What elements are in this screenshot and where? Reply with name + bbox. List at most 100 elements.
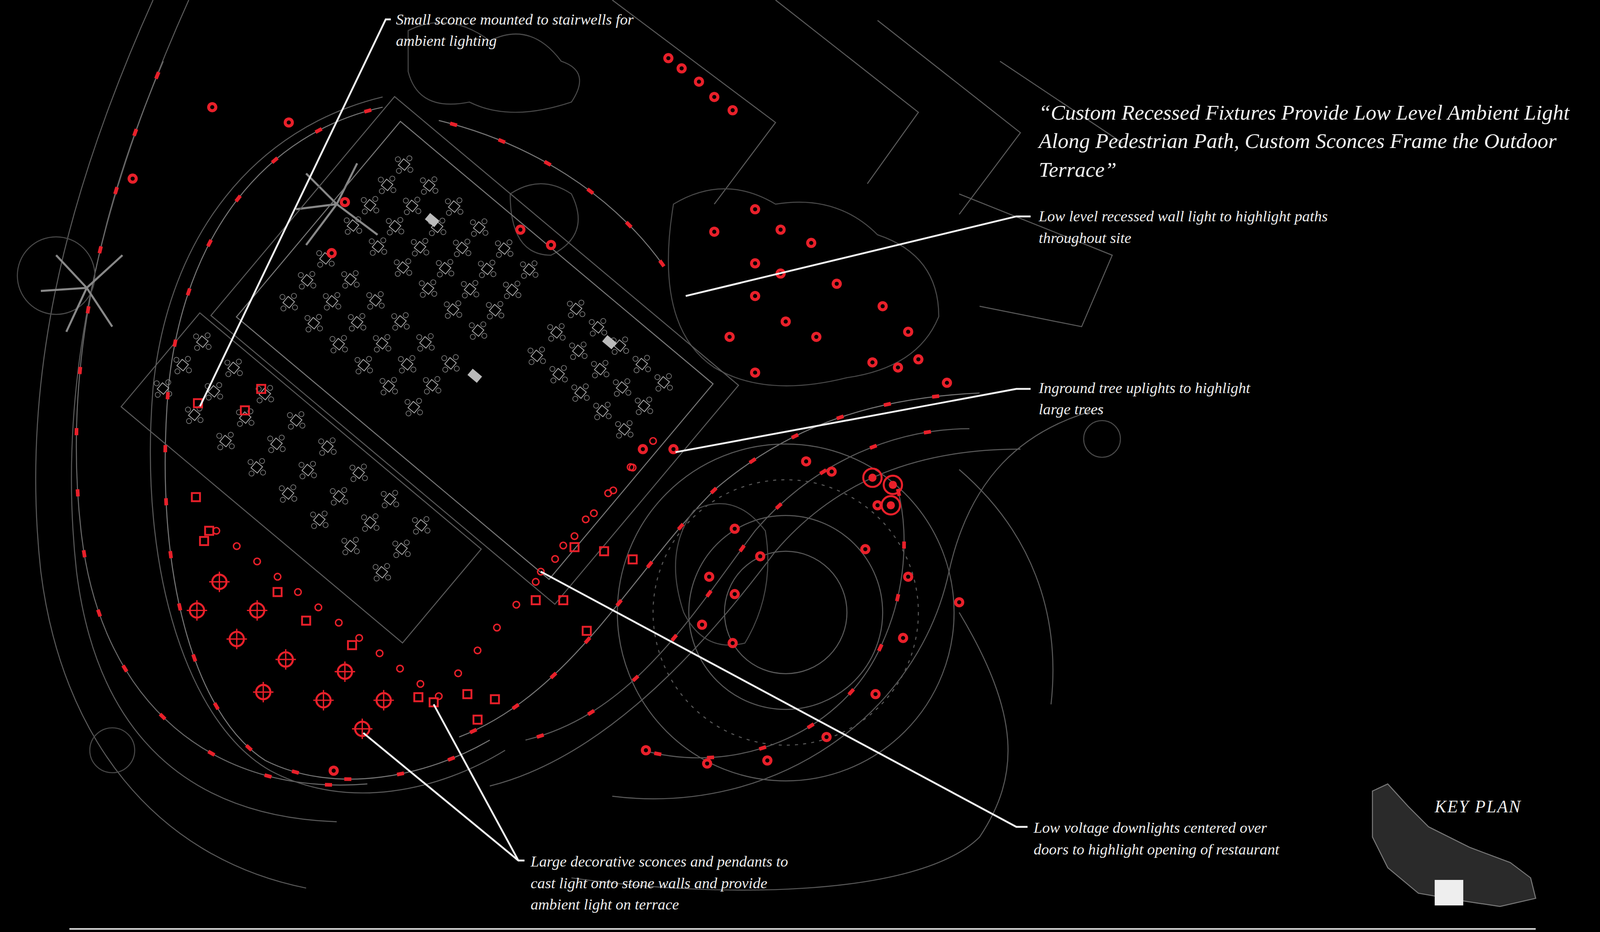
- chair: [379, 236, 387, 244]
- plan-linework: [35, 0, 1123, 890]
- recessed-wall-light: [85, 305, 91, 314]
- recessed-wall-light: [96, 608, 103, 617]
- uplight-body: [800, 456, 811, 467]
- downlight: [376, 650, 383, 657]
- chair: [266, 435, 274, 443]
- table: [587, 395, 618, 426]
- chair: [471, 279, 479, 287]
- chair: [561, 375, 569, 383]
- table: [480, 295, 510, 325]
- chair: [309, 510, 317, 518]
- chair: [632, 366, 640, 374]
- chair: [621, 335, 629, 343]
- chair: [348, 463, 356, 471]
- chair: [406, 166, 414, 174]
- uplight-body: [867, 357, 878, 368]
- uplight-body: [941, 377, 952, 388]
- chair: [577, 298, 585, 306]
- chair: [632, 355, 640, 363]
- tree-uplight: [877, 300, 888, 311]
- tree-uplight: [637, 443, 648, 454]
- chair: [414, 207, 422, 215]
- chair: [547, 335, 555, 343]
- uplight-lens: [331, 768, 336, 773]
- uplight-body: [702, 758, 713, 769]
- uplight-body: [762, 755, 773, 765]
- walk-edge: [525, 428, 970, 740]
- chair: [409, 365, 417, 373]
- sconce: [473, 715, 482, 724]
- chair: [347, 313, 355, 321]
- uplight-lens: [752, 207, 758, 212]
- recessed-wall-light: [497, 137, 506, 145]
- chair: [197, 416, 205, 424]
- leader-lines: [200, 19, 1031, 861]
- tree-uplight: [941, 377, 952, 388]
- chair: [405, 269, 413, 277]
- uplight-body: [860, 543, 870, 554]
- chair: [404, 257, 412, 265]
- chair: [623, 377, 631, 385]
- chair: [538, 345, 546, 353]
- recessed-wall-light: [81, 549, 87, 558]
- chair: [402, 311, 410, 319]
- uplight-body: [704, 571, 715, 582]
- chair: [247, 469, 255, 477]
- chair: [372, 574, 380, 582]
- tree-uplight: [762, 755, 773, 765]
- uplight-body: [954, 597, 965, 608]
- tree-uplight: [902, 571, 913, 582]
- uplight-body: [775, 224, 786, 235]
- chair: [591, 371, 599, 379]
- chair: [477, 260, 485, 268]
- recessed-wall-light: [670, 633, 678, 642]
- recessed-wall-light: [677, 522, 685, 531]
- chair: [317, 437, 325, 445]
- chair: [353, 356, 361, 364]
- chair: [309, 281, 317, 289]
- chair: [394, 155, 402, 163]
- large-uplight: [886, 500, 895, 510]
- table: [292, 455, 323, 485]
- table: [335, 530, 366, 561]
- chair: [173, 367, 181, 375]
- tree-uplight: [328, 765, 339, 776]
- chair: [593, 413, 601, 421]
- chair: [502, 280, 510, 288]
- chair: [411, 249, 419, 257]
- label-slot: Low level recessed wall light to highlig…: [1038, 206, 1335, 250]
- table: [323, 481, 354, 512]
- chair: [612, 378, 620, 386]
- uplight-body: [831, 278, 842, 289]
- table: [355, 507, 385, 538]
- plaza-ring: [652, 479, 919, 745]
- chair: [235, 357, 243, 365]
- chair: [266, 384, 274, 392]
- uplight-lens: [712, 95, 717, 100]
- chair: [361, 525, 369, 533]
- tree-uplight: [207, 102, 218, 113]
- uplight-body: [821, 731, 832, 742]
- chair: [289, 483, 297, 491]
- uplight-lens: [916, 357, 921, 362]
- chair: [340, 270, 348, 278]
- chair: [402, 197, 410, 205]
- table: [565, 377, 596, 408]
- chair: [455, 196, 463, 204]
- recessed-wall-light: [97, 245, 103, 254]
- callout-note: Small sconce mounted to stairwells for a…: [395, 9, 670, 53]
- chair: [599, 317, 607, 325]
- recessed-wall-light: [168, 550, 173, 559]
- label-slot: Large decorative sconces and pendants to…: [530, 850, 801, 915]
- table: [543, 359, 574, 390]
- table: [380, 211, 410, 242]
- uplight-lens: [834, 281, 839, 286]
- chair: [360, 513, 368, 521]
- chair: [287, 422, 295, 430]
- uplight-lens: [875, 502, 880, 508]
- chair: [185, 417, 193, 425]
- chair: [411, 516, 419, 524]
- tree-uplight: [902, 326, 913, 337]
- chair: [392, 500, 400, 508]
- uplight-lens: [945, 380, 950, 385]
